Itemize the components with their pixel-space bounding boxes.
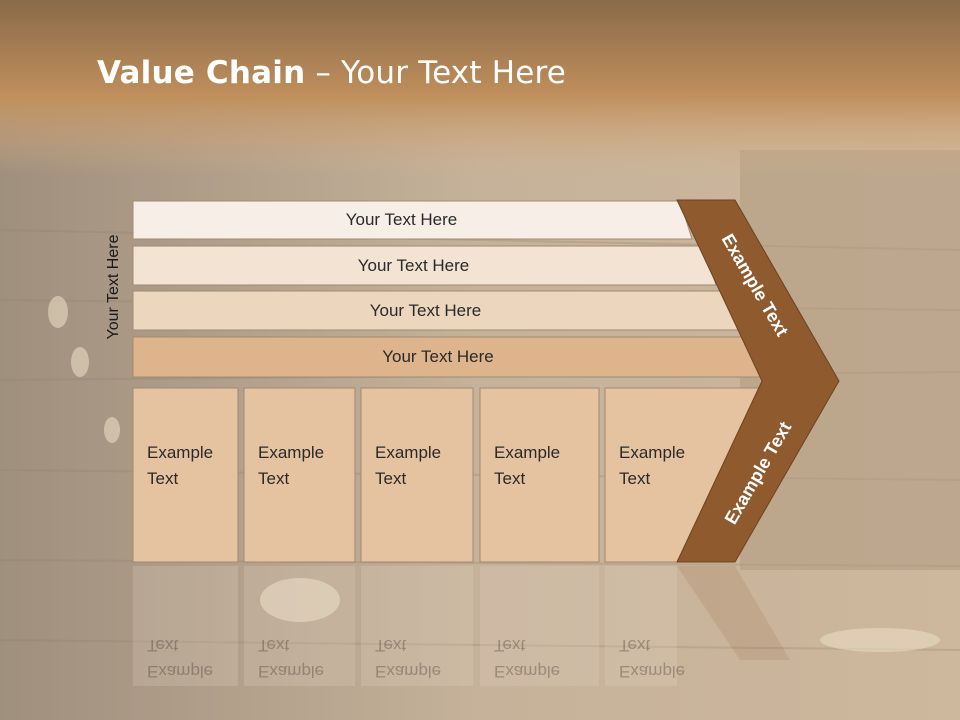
support-bar-label: Your Text Here <box>357 255 470 275</box>
column-label-line2: Text <box>375 469 407 488</box>
activity-column-2 <box>243 387 356 563</box>
column-reflection <box>133 566 238 686</box>
slide-title: Value Chain – Your Text Here <box>97 55 566 91</box>
column-label-reflection: Example Text <box>494 632 560 684</box>
column-label-line1: Example <box>619 443 686 462</box>
column-label-line2: Text <box>147 469 179 488</box>
column-label-reflection: Example Text <box>619 632 685 684</box>
reflection-line1: Example <box>258 662 325 681</box>
column-label-line1: Example <box>258 443 325 462</box>
column-label-reflection: Example Text <box>258 632 324 684</box>
column-label-line1: Example <box>147 443 214 462</box>
column-label-line2: Text <box>258 469 290 488</box>
reflection-line2: Text <box>375 636 407 655</box>
column-label-line2: Text <box>494 469 526 488</box>
title-rest: – Your Text Here <box>305 55 567 91</box>
column-label-line2: Text <box>619 469 651 488</box>
column-reflection <box>244 566 355 686</box>
column-reflection <box>480 566 599 686</box>
reflection-line2: Text <box>258 636 290 655</box>
support-bar-label: Your Text Here <box>345 210 458 229</box>
activity-column-1 <box>132 387 239 563</box>
support-bar-label: Your Text Here <box>382 347 494 366</box>
column-label-line1: Example <box>375 443 442 462</box>
column-reflection <box>605 566 677 686</box>
support-bar-1 <box>132 200 693 240</box>
reflection-line1: Example <box>147 662 214 681</box>
margin-chevron-arrow <box>676 199 840 563</box>
column-reflection <box>361 566 473 686</box>
reflection-line2: Text <box>619 636 651 655</box>
column-label-line1: Example <box>494 443 561 462</box>
support-bar-label: Your Text Here <box>369 300 482 320</box>
reflection-line1: Example <box>375 662 442 681</box>
arrow-reflection <box>677 566 790 660</box>
reflection-line1: Example <box>494 662 561 681</box>
support-bar-2 <box>132 245 717 286</box>
title-bold: Value Chain <box>97 55 306 91</box>
reflection-line2: Text <box>494 636 526 655</box>
activity-column-4 <box>479 387 600 563</box>
reflection-line2: Text <box>147 636 179 655</box>
column-label-reflection: Example Text <box>375 632 441 684</box>
column-label-reflection: Example Text <box>147 632 213 684</box>
activity-column-3 <box>360 387 474 563</box>
reflection-line1: Example <box>619 662 686 681</box>
